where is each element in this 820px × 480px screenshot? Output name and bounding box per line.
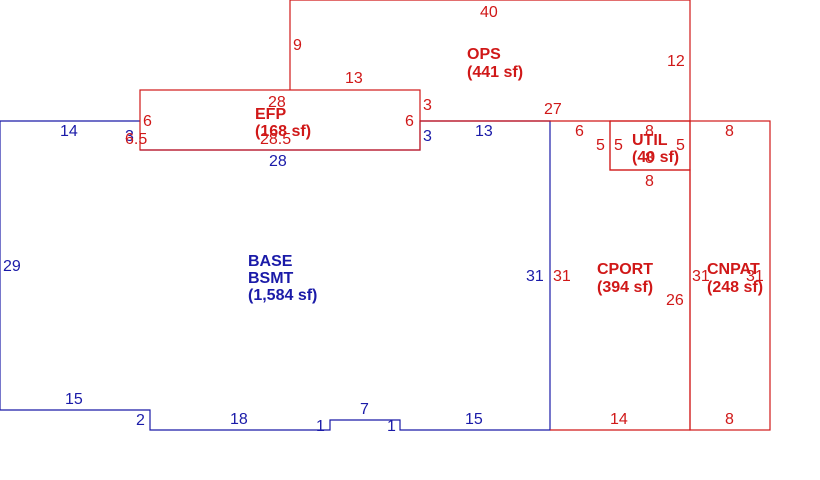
dim-ops-left: 9 [293, 37, 302, 54]
dim-base-bottom-right: 15 [465, 411, 483, 428]
base-name-line2: BSMT [248, 270, 294, 287]
dim-ops-mid: 13 [345, 70, 363, 87]
ops-name: OPS [467, 46, 501, 63]
dim-efp-right-top: 3 [423, 97, 432, 114]
dim-base-notch-right: 1 [387, 418, 396, 435]
cnpat-outline [689, 120, 771, 431]
dim-base-bottom-18: 18 [230, 411, 248, 428]
dim-util-inner: 8 [645, 150, 654, 167]
base-name-line1: BASE [248, 253, 293, 270]
dim-base-efp-bottom: 28 [269, 153, 287, 170]
dim-base-top-mid: 13 [475, 123, 493, 140]
efp-area: (168 sf) [255, 123, 311, 140]
dim-util-right: 5 [676, 137, 685, 154]
dim-base-top-step: 3 [125, 128, 134, 145]
cport-area: (394 sf) [597, 279, 653, 296]
cport-name: CPORT [597, 261, 653, 278]
base-area: (1,584 sf) [248, 287, 317, 304]
dim-util-left-out: 5 [596, 137, 605, 154]
dim-base-notch-top: 7 [360, 401, 369, 418]
dim-efp-left-b: 6.5 [125, 131, 147, 148]
dim-ops-right: 12 [667, 53, 685, 70]
dim-base-notch-drop: 2 [136, 412, 145, 429]
dim-base-right: 31 [526, 268, 544, 285]
dim-base-top-left: 14 [60, 123, 78, 140]
dim-cnpat-bottom: 8 [725, 411, 734, 428]
dim-cnpat-top: 8 [725, 123, 734, 140]
dim-cport-bottom: 14 [610, 411, 628, 428]
dim-efp-bottom: 28.5 [260, 131, 291, 148]
cnpat-name: CNPAT [707, 261, 760, 278]
dim-base-notch-left: 1 [316, 418, 325, 435]
dim-efp-right: 6 [405, 113, 414, 130]
efp-outline [139, 89, 421, 151]
dim-cport-right-b: 26 [666, 292, 684, 309]
dim-ops-top: 40 [480, 4, 498, 21]
dim-base-left: 29 [3, 258, 21, 275]
efp-name: EFP [255, 106, 286, 123]
dim-ops-bottom: 27 [544, 101, 562, 118]
dim-util-left-in: 5 [614, 137, 623, 154]
dim-base-bottom-left: 15 [65, 391, 83, 408]
dim-base-efp-right-step: 3 [423, 128, 432, 145]
dim-cport-right: 31 [692, 268, 710, 285]
dim-efp-left: 6 [143, 113, 152, 130]
dim-cport-left: 31 [553, 268, 571, 285]
dim-cport-top: 6 [575, 123, 584, 140]
util-name: UTIL [632, 132, 668, 149]
dim-efp-top: 28 [268, 94, 286, 111]
dim-util-bottom: 8 [645, 173, 654, 190]
cnpat-area: (248 sf) [707, 279, 763, 296]
dim-cnpat-right: 31 [746, 268, 764, 285]
util-area: (40 sf) [632, 149, 679, 166]
ops-area: (441 sf) [467, 64, 523, 81]
dim-util-top: 8 [645, 123, 654, 140]
